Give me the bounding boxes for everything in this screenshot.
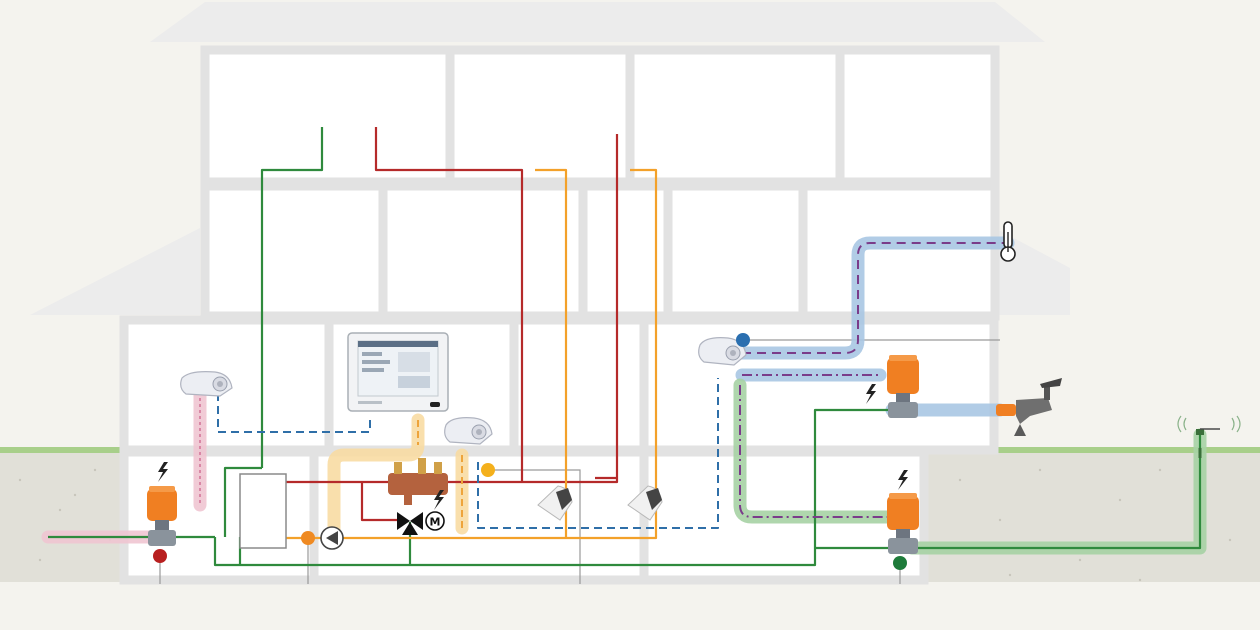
sprinkler-icon: [1177, 415, 1241, 458]
sensor-dot-red: [153, 549, 167, 563]
leak-sensor-icon: [444, 417, 493, 445]
sensor-dot-blue: [736, 333, 750, 347]
motor-icon: M: [425, 511, 445, 531]
electric-symbol-icon: [898, 470, 908, 490]
thermometer-icon: [1000, 221, 1016, 262]
orange-circulation-pipe: [286, 168, 658, 540]
actuator-valve-main: [147, 486, 177, 546]
mixing-manifold: [388, 458, 448, 505]
sensor-dot-orange: [301, 531, 315, 545]
purple-dashed-lines: [739, 242, 1008, 518]
circulation-pump-icon: [320, 526, 344, 550]
yellow-dashed-line: [417, 420, 463, 528]
water-meter-icon: [537, 485, 573, 521]
leak-sensor-icon: [180, 371, 233, 397]
sensor-dot-green: [893, 556, 907, 570]
storage-tank: [239, 473, 287, 549]
electric-symbol-icon: [866, 384, 876, 404]
roof: [150, 2, 1045, 42]
electric-symbol-icon: [434, 490, 444, 510]
actuator-valve-garden: [887, 493, 919, 554]
actuator-valve-faucet: [887, 355, 919, 418]
lower-roof-left: [30, 228, 200, 315]
blue-dashed-lines: [217, 378, 719, 529]
electric-symbol-icon: [158, 462, 168, 482]
mixing-valve-icon: [397, 512, 423, 535]
outdoor-faucet-icon: [996, 378, 1062, 436]
sensor-dot-yellow: [481, 463, 495, 477]
touchscreen-controller-icon: [347, 332, 449, 412]
leak-sensor-icon: [698, 337, 747, 366]
motor-label: M: [430, 516, 441, 529]
water-meter-icon: [627, 485, 663, 521]
electric-symbols: [158, 384, 908, 510]
